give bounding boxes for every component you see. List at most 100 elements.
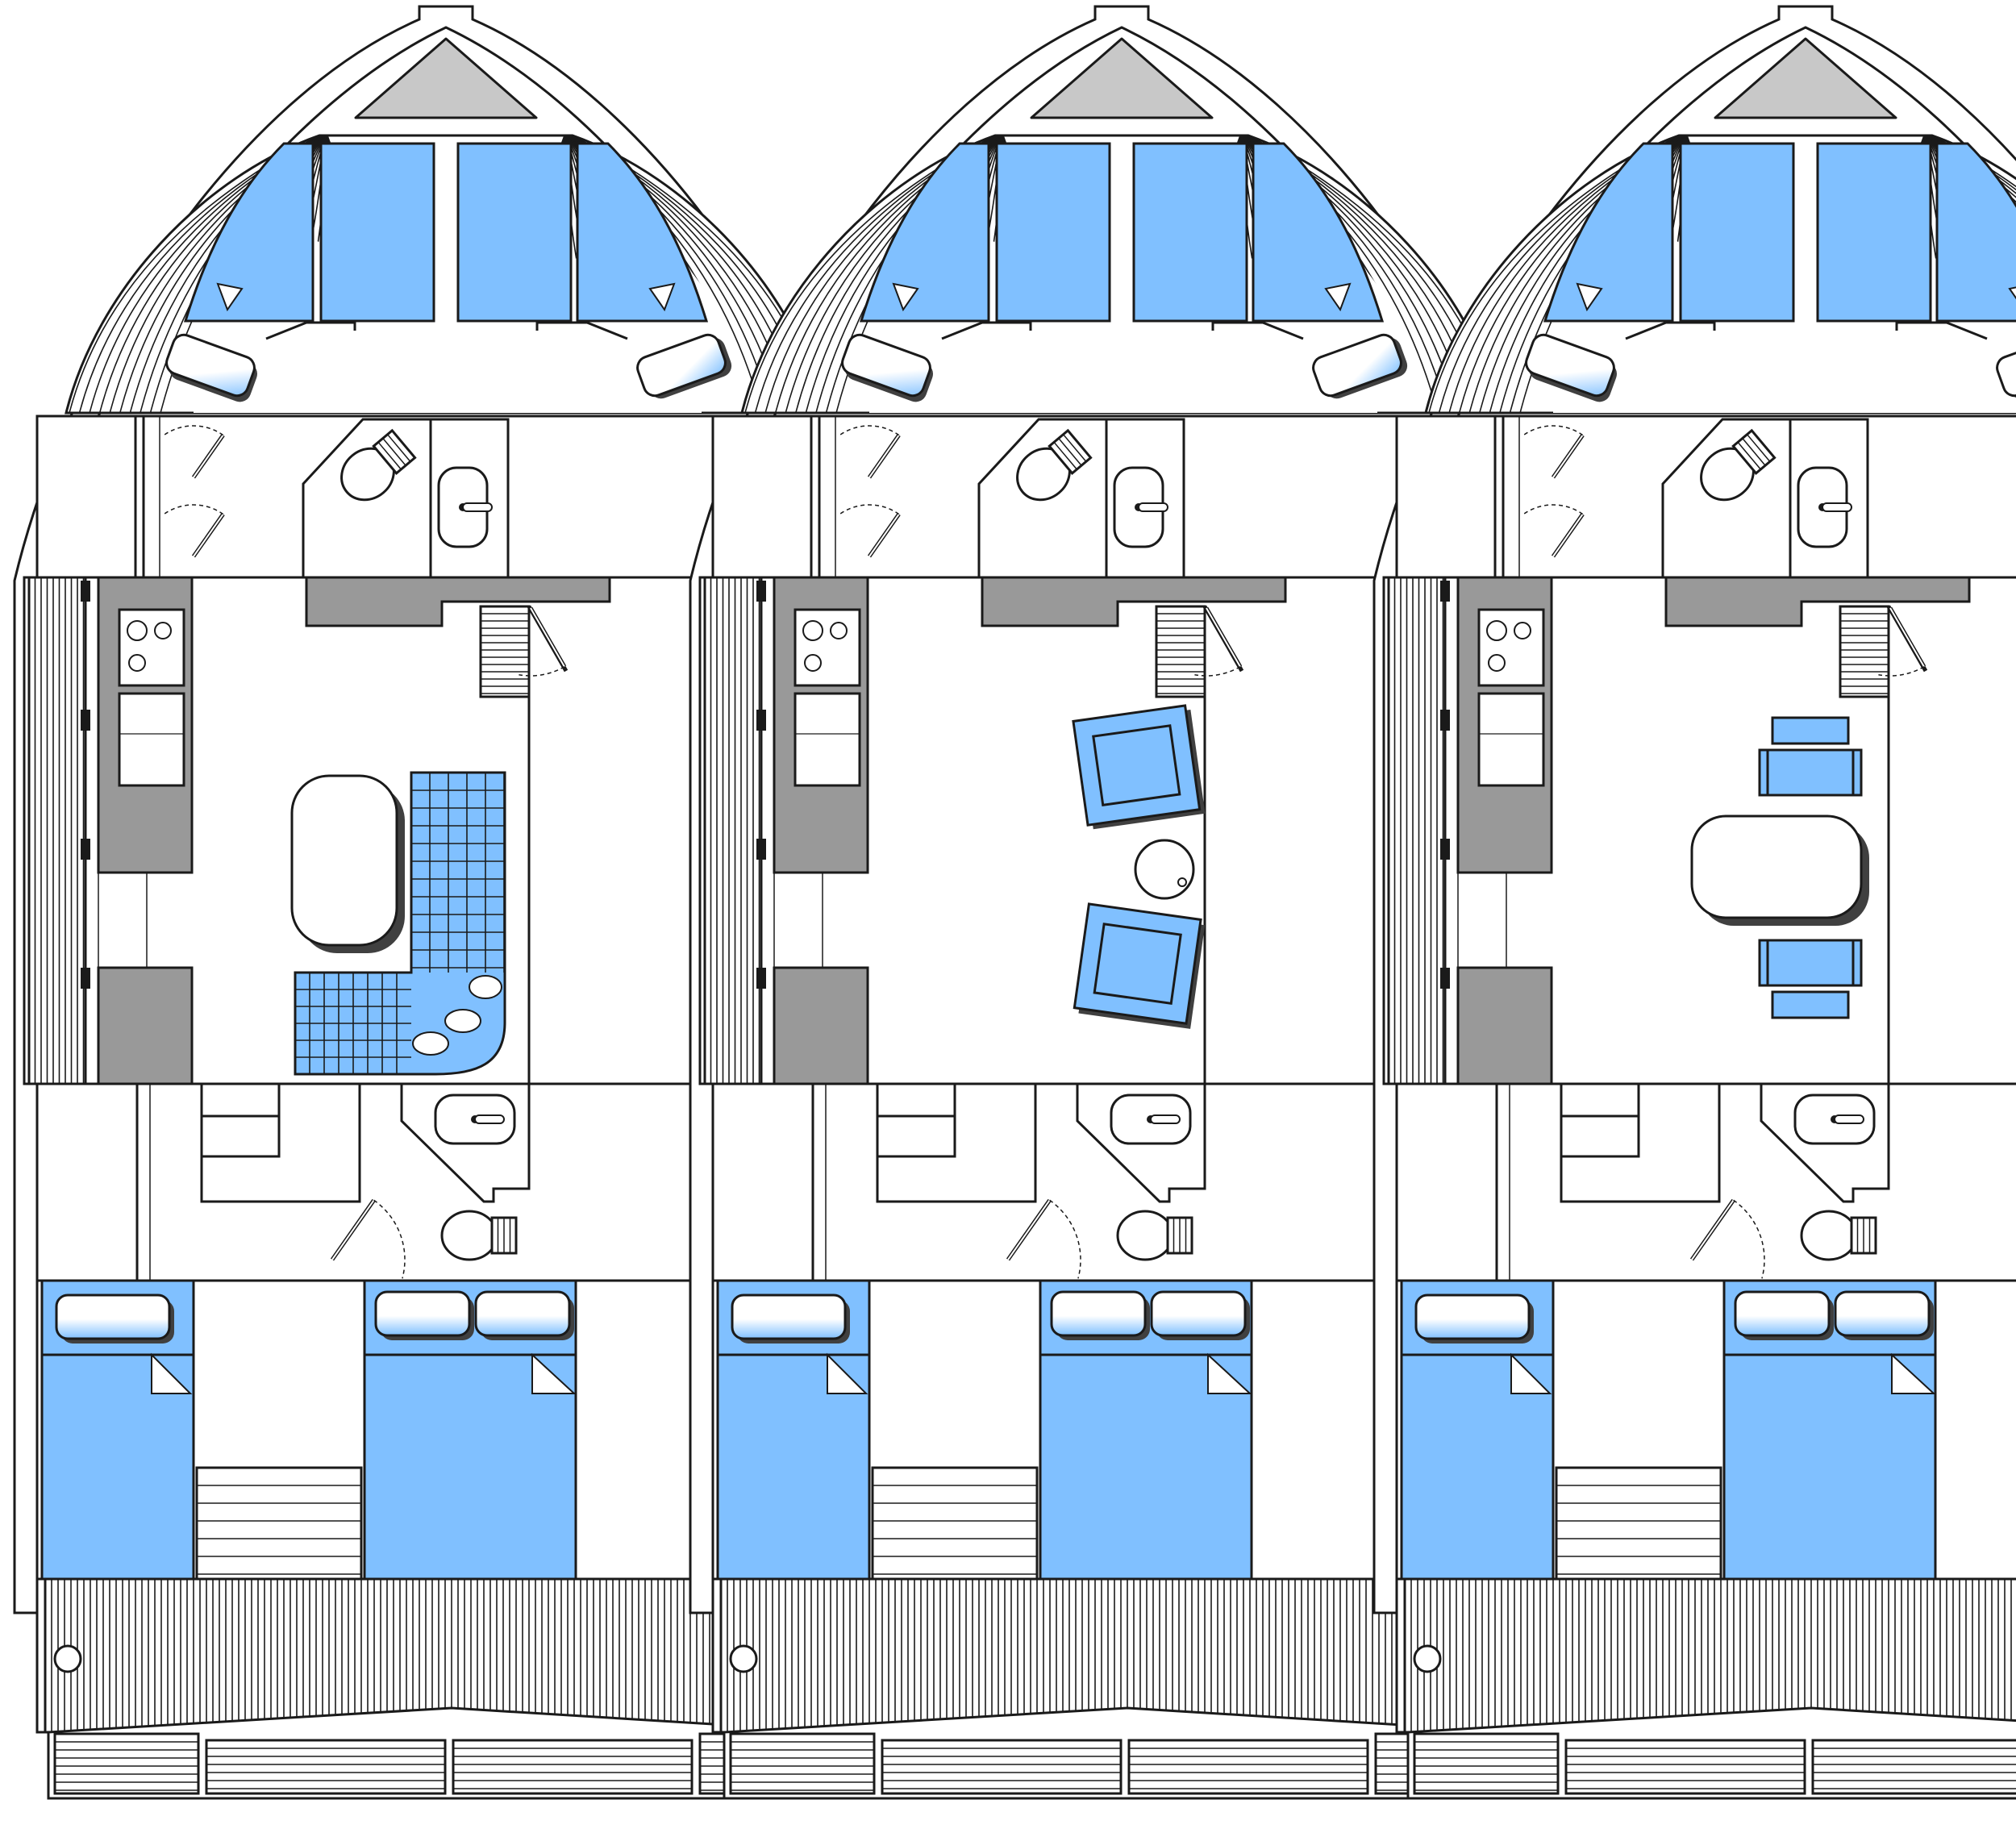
vberth-left bbox=[859, 142, 990, 323]
aft-step bbox=[1560, 1114, 1640, 1158]
pillow-cushion bbox=[1996, 333, 2016, 398]
door-icon bbox=[839, 504, 901, 558]
sink-faucet bbox=[1138, 502, 1168, 512]
galley-sink bbox=[118, 692, 185, 787]
teak-side-port bbox=[27, 576, 87, 1085]
door-swing bbox=[163, 504, 224, 515]
sink-icon bbox=[434, 1094, 516, 1145]
bollard-icon bbox=[729, 1644, 758, 1673]
pillow-cushion bbox=[165, 333, 256, 398]
stove-burner bbox=[128, 654, 146, 672]
pillow-icon bbox=[165, 333, 257, 402]
vberth-floor bbox=[869, 323, 1377, 413]
vberth-center-left bbox=[319, 142, 435, 323]
door-icon bbox=[1689, 1198, 1765, 1279]
toilet-bowl bbox=[1800, 1210, 1858, 1261]
toilet-icon bbox=[1116, 1210, 1193, 1261]
stove-burner bbox=[1488, 654, 1506, 672]
pillow-icon bbox=[841, 333, 933, 402]
pillow-cushion bbox=[1734, 1290, 1831, 1337]
pillow-icon bbox=[55, 1294, 174, 1344]
sofa-pillow bbox=[469, 975, 502, 999]
door-swing bbox=[1878, 666, 1925, 677]
vberth-floor bbox=[194, 323, 702, 413]
pillow-icon bbox=[731, 1294, 850, 1344]
bed-icon bbox=[531, 1352, 577, 1394]
salon-table bbox=[290, 774, 398, 947]
chair-back bbox=[1771, 716, 1850, 745]
stove-icon bbox=[118, 608, 185, 687]
pillow-icon bbox=[374, 1290, 474, 1340]
stanchion-port bbox=[81, 839, 90, 860]
teak-side-port bbox=[703, 576, 763, 1085]
door-swing bbox=[1194, 666, 1241, 677]
chair-seat bbox=[1766, 939, 1855, 987]
pillow-cushion bbox=[841, 333, 931, 398]
boat-plan-variant-a bbox=[13, 5, 879, 1800]
galley-sink bbox=[1477, 692, 1545, 787]
armchair-seat bbox=[1093, 923, 1182, 1006]
salon-dash bbox=[1664, 576, 1971, 627]
toilet-icon bbox=[1800, 1210, 1877, 1261]
aft-step bbox=[876, 1114, 956, 1158]
sink-icon bbox=[1797, 466, 1852, 548]
chair-seat bbox=[1766, 748, 1855, 797]
armchair bbox=[1073, 902, 1206, 1029]
door-leaf-inner bbox=[1889, 607, 1925, 668]
dining-chair bbox=[1758, 716, 1863, 797]
sink-faucet bbox=[462, 502, 493, 512]
bed-icon bbox=[827, 1352, 868, 1394]
pillow-icon bbox=[1996, 333, 2016, 399]
door-leaf-inner bbox=[193, 514, 224, 557]
swim-platform bbox=[1413, 1732, 2016, 1795]
door-icon bbox=[1006, 1198, 1081, 1279]
vberth-floor bbox=[1553, 323, 2016, 413]
vberth-center-left bbox=[995, 142, 1111, 323]
door-icon bbox=[519, 606, 567, 677]
pillow-icon bbox=[1050, 1290, 1150, 1340]
aft-step bbox=[200, 1114, 281, 1158]
door-leaf-inner bbox=[1007, 1199, 1051, 1260]
door-swing bbox=[1522, 504, 1584, 515]
aft-hall bbox=[876, 1082, 1037, 1203]
pillow-icon bbox=[1525, 333, 1617, 402]
door-swing bbox=[163, 425, 224, 436]
platform-segment bbox=[1413, 1732, 1560, 1795]
door-icon bbox=[1194, 606, 1243, 677]
stove-icon bbox=[1477, 608, 1545, 687]
stove-burner bbox=[804, 654, 822, 672]
boat-plan-variant-b bbox=[689, 5, 1555, 1800]
chair-arm bbox=[1851, 748, 1863, 797]
toilet-bowl bbox=[1116, 1210, 1174, 1261]
sink-icon bbox=[1113, 466, 1168, 548]
salon-dash bbox=[305, 576, 611, 627]
stanchion-port bbox=[81, 968, 90, 989]
stairs-icon bbox=[479, 605, 531, 698]
side-table-knob bbox=[1177, 877, 1187, 887]
door-swing bbox=[1049, 1199, 1081, 1279]
toilet-icon bbox=[1016, 428, 1093, 502]
sink-faucet bbox=[1150, 1114, 1181, 1124]
bollard-icon bbox=[53, 1644, 82, 1673]
bow-locker bbox=[354, 37, 538, 119]
stove-burner bbox=[830, 622, 848, 639]
platform-segment bbox=[729, 1732, 876, 1795]
door-swing bbox=[519, 666, 565, 677]
salon-furniture-armchairs-with-side-table bbox=[1072, 704, 1206, 1029]
platform-segment bbox=[452, 1739, 694, 1795]
toilet-bowl bbox=[440, 1210, 498, 1261]
door-swing bbox=[1522, 425, 1584, 436]
sink-icon bbox=[437, 466, 493, 548]
pillow-cushion bbox=[374, 1290, 471, 1337]
pillow-cushion bbox=[1414, 1294, 1531, 1340]
vberth-right bbox=[1935, 142, 2016, 323]
stairs-icon bbox=[195, 1466, 363, 1581]
door-swing bbox=[373, 1199, 406, 1279]
door-leaf-inner bbox=[331, 1199, 375, 1260]
stanchion-port bbox=[1440, 968, 1450, 989]
door-leaf-inner bbox=[1552, 435, 1584, 478]
vberth-center-left bbox=[1679, 142, 1795, 323]
side-deck-port-fwd bbox=[1395, 415, 1497, 579]
door-swing bbox=[1733, 1199, 1765, 1279]
stove-burner bbox=[127, 620, 148, 641]
